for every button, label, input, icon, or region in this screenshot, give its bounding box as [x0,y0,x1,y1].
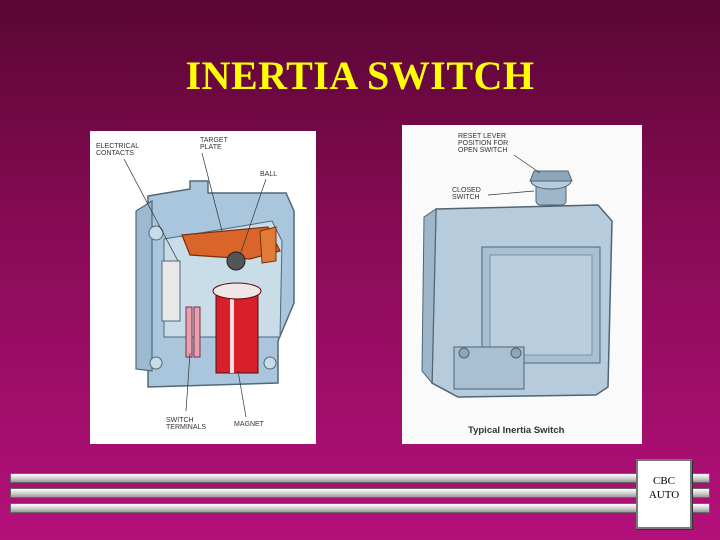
figure-caption: Typical Inertia Switch [468,425,565,436]
cbc-auto-logo: CBC AUTO [636,459,692,529]
footer-bar-2 [10,488,710,498]
label-reset-lever: RESET LEVER POSITION FOR OPEN SWITCH [458,133,509,154]
footer-bar-3 [10,503,710,513]
footer-bar-1 [10,473,710,483]
label-closed-switch: CLOSED SWITCH [452,187,481,201]
cutaway-diagram: ELECTRICAL CONTACTS TARGET PLATE BALL SW… [90,131,316,444]
logo-line-2: AUTO [648,489,680,501]
label-switch-terminals: SWITCH TERMINALS [166,417,207,431]
label-electrical-contacts: ELECTRICAL CONTACTS [96,143,139,157]
label-ball: BALL [260,171,278,178]
label-magnet: MAGNET [234,421,264,428]
logo-line-1: CBC [652,475,675,487]
exterior-drawing [421,154,613,398]
slide-title: INERTIA SWITCH [185,53,535,98]
cutaway-drawing [123,152,295,418]
label-target-plate: TARGET PLATE [200,137,228,151]
exterior-diagram: RESET LEVER POSITION FOR OPEN SWITCH CLO… [402,125,642,444]
